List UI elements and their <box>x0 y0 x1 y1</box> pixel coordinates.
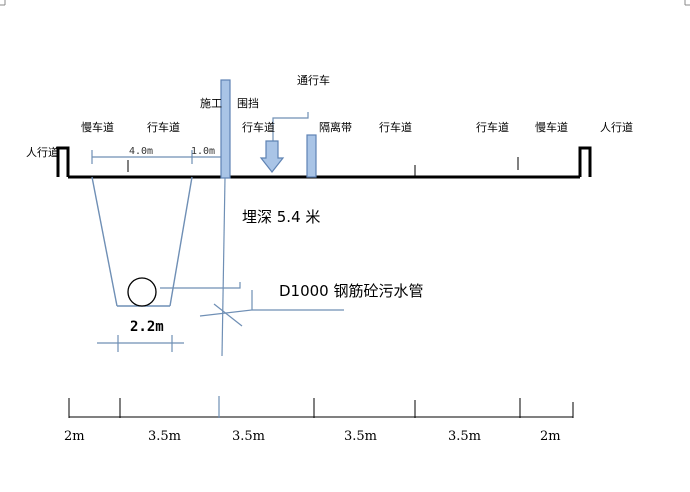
label-lane-2: 行车道 <box>242 121 275 134</box>
label-pipe: D1000 钢筋砼污水管 <box>279 282 424 300</box>
label-median: 隔离带 <box>319 121 352 134</box>
bottom-dimension-5: 3.5m <box>448 429 482 444</box>
curb-right <box>578 146 592 177</box>
barrier-reference-line <box>221 177 226 357</box>
trench-bottom-width: 2.2m <box>130 319 164 335</box>
median-barrier <box>306 134 317 178</box>
bottom-dimension-3: 3.5m <box>232 429 266 444</box>
label-pedestrian-right: 人行道 <box>600 121 633 134</box>
cross-mark <box>213 303 243 327</box>
label-lane-4: 行车道 <box>476 121 509 134</box>
traffic-arrow-icon <box>259 140 285 173</box>
offset-width: 1.0m <box>191 146 216 157</box>
label-construction: 施工 <box>200 97 222 110</box>
trench-wall-right <box>169 176 193 307</box>
label-lane-3: 行车道 <box>379 121 412 134</box>
pipe-leader-line <box>199 290 344 317</box>
construction-barrier <box>220 79 231 179</box>
label-slow-lane-left: 慢车道 <box>81 121 114 134</box>
bottom-dimension-2: 3.5m <box>148 429 182 444</box>
curb-left <box>56 146 70 177</box>
label-lane-1: 行车道 <box>147 121 180 134</box>
trench-wall-left <box>91 176 118 307</box>
bottom-dimension-1: 2m <box>64 429 85 444</box>
label-slow-lane-right: 慢车道 <box>535 121 568 134</box>
bottom-dimension-6: 2m <box>540 429 561 444</box>
label-depth: 埋深 5.4 米 <box>242 208 321 226</box>
bottom-dimension-4: 3.5m <box>344 429 378 444</box>
depth-leader <box>160 282 241 289</box>
label-traffic: 通行车 <box>297 74 330 87</box>
trench-top-width: 4.0m <box>129 146 154 157</box>
label-pedestrian-left: 人行道 <box>26 146 59 159</box>
traffic-leader-line <box>272 112 309 141</box>
pipe-circle <box>127 277 157 307</box>
label-enclosure: 围挡 <box>237 97 259 110</box>
